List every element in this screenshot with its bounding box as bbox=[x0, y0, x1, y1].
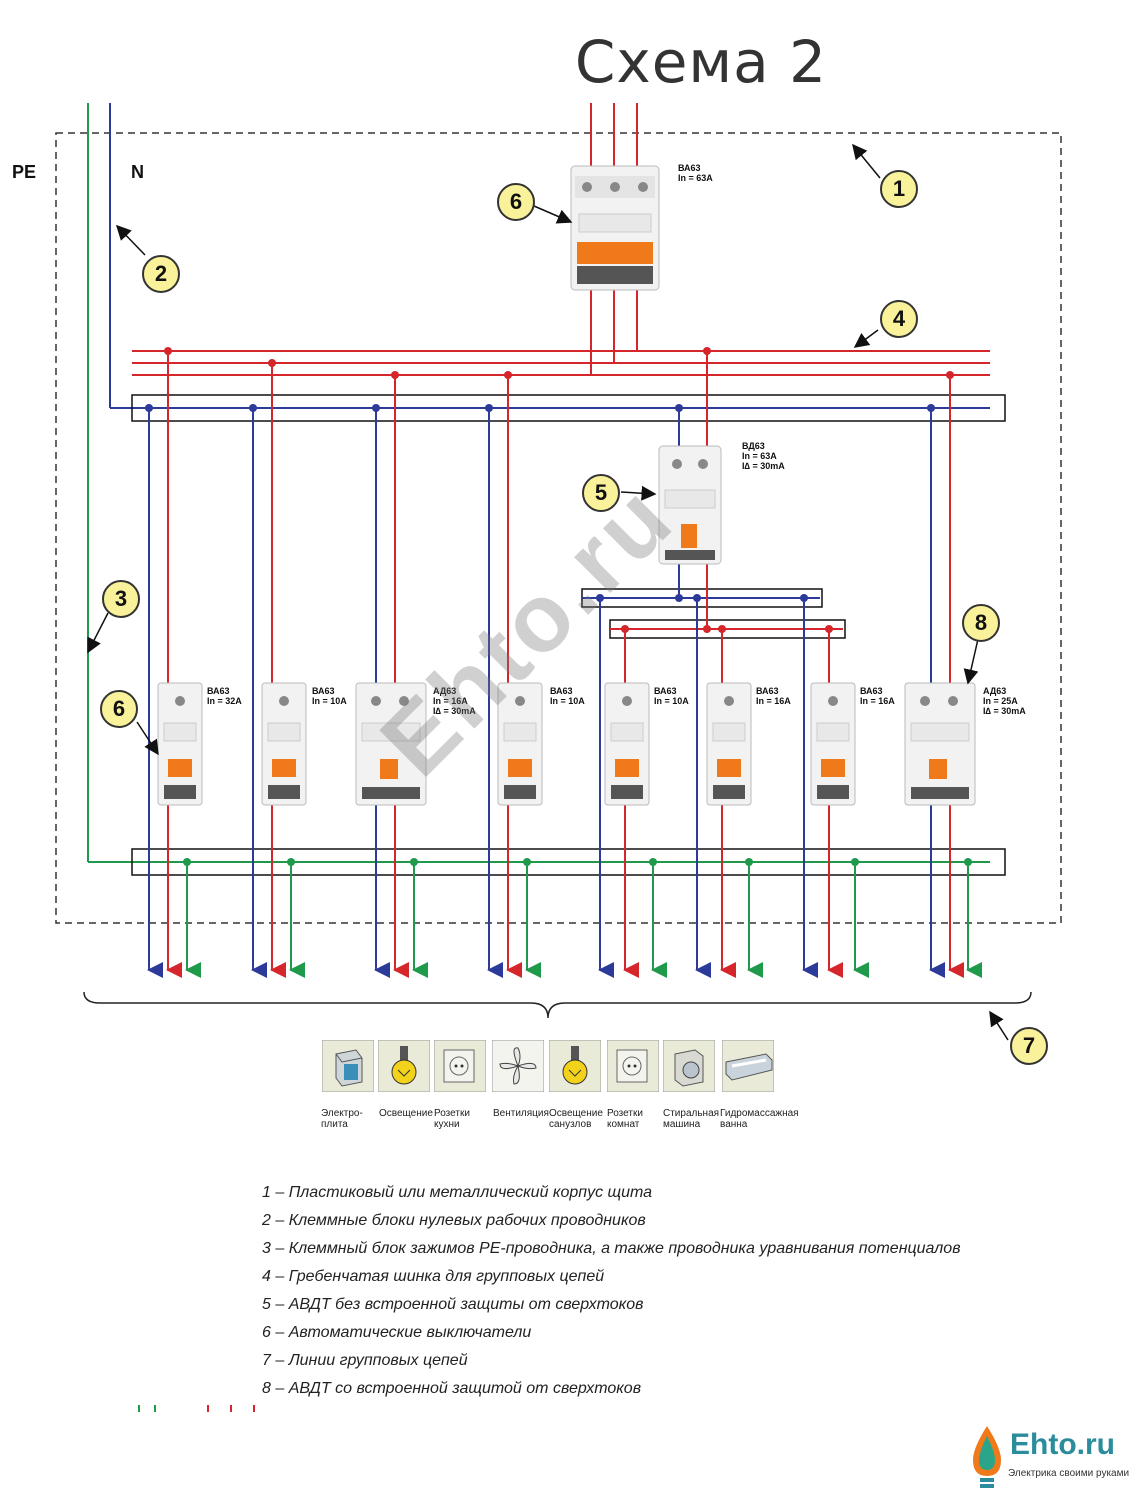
load-label-8: Гидромассажная ванна bbox=[720, 1108, 799, 1130]
socket-icon bbox=[434, 1040, 486, 1092]
fan-icon bbox=[492, 1040, 544, 1092]
load-label-3: Розетки кухни bbox=[434, 1108, 470, 1130]
callout-2: 2 bbox=[142, 255, 180, 293]
callout-6-main: 6 bbox=[497, 183, 535, 221]
pe-label: PE bbox=[12, 162, 37, 182]
legend-item: 3 – Клеммный блок зажимов PE-проводника,… bbox=[262, 1240, 961, 1257]
legend: 1 – Пластиковый или металлический корпус… bbox=[262, 1182, 961, 1406]
branch-breakers bbox=[157, 682, 976, 806]
load-label-1: Электро- плита bbox=[321, 1108, 363, 1130]
load-label-7: Стиральная машина bbox=[663, 1108, 720, 1130]
incoming-phases bbox=[590, 103, 638, 375]
callout-3: 3 bbox=[102, 580, 140, 618]
callout-4: 4 bbox=[880, 300, 918, 338]
breaker-8-label: АД63 In = 25A I∆ = 30mA bbox=[983, 686, 1026, 716]
logo-icon bbox=[973, 1426, 1001, 1488]
callout-1: 1 bbox=[880, 170, 918, 208]
breaker-5-label: ВА63 In = 10A bbox=[654, 686, 689, 706]
main-breaker bbox=[570, 165, 660, 291]
enclosure-outline bbox=[55, 132, 1062, 924]
callout-6-branch: 6 bbox=[100, 690, 138, 728]
breaker-4-label: ВА63 In = 10A bbox=[550, 686, 585, 706]
page-title: Схема 2 bbox=[574, 28, 828, 96]
n-label: N bbox=[131, 162, 144, 182]
breaker-3-label: АД63 In = 16A I∆ = 30mA bbox=[433, 686, 476, 716]
load-label-4: Вентиляция bbox=[493, 1108, 549, 1119]
pe-terminal-block bbox=[131, 848, 1006, 876]
lamp-icon bbox=[549, 1040, 601, 1092]
bathtub-icon bbox=[722, 1040, 774, 1092]
socket-icon bbox=[607, 1040, 659, 1092]
breaker-7-label: ВА63 In = 16A bbox=[860, 686, 895, 706]
legend-item: 5 – АВДТ без встроенной защиты от сверхт… bbox=[262, 1296, 644, 1313]
group-lines-brace bbox=[83, 991, 1032, 1019]
legend-item: 2 – Клеммные блоки нулевых рабочих прово… bbox=[262, 1212, 646, 1229]
legend-item: 4 – Гребенчатая шинка для групповых цепе… bbox=[262, 1268, 605, 1285]
comb-busbar bbox=[132, 350, 990, 376]
rcd-device bbox=[658, 445, 722, 565]
breaker-2-label: ВА63 In = 10A bbox=[312, 686, 347, 706]
callout-5: 5 bbox=[582, 474, 620, 512]
breaker-1-label: ВА63 In = 32A bbox=[207, 686, 242, 706]
legend-item: 7 – Линии групповых цепей bbox=[262, 1352, 468, 1369]
legend-item: 6 – Автоматические выключатели bbox=[262, 1324, 532, 1341]
legend-item: 8 – АВДТ со встроенной защитой от сверхт… bbox=[262, 1380, 642, 1397]
logo-tagline: Электрика своими руками bbox=[1008, 1468, 1130, 1479]
junction-dots bbox=[145, 347, 972, 866]
callout-8: 8 bbox=[962, 604, 1000, 642]
stove-icon bbox=[322, 1040, 374, 1092]
lamp-icon bbox=[378, 1040, 430, 1092]
load-label-5: Освещение санузлов bbox=[549, 1108, 603, 1130]
main-breaker-label: ВА63 In = 63A bbox=[678, 163, 713, 183]
callout-7: 7 bbox=[1010, 1027, 1048, 1065]
logo-name: Ehto.ru bbox=[1010, 1428, 1115, 1461]
washing-machine-icon bbox=[663, 1040, 715, 1092]
breaker-6-label: ВА63 In = 16A bbox=[756, 686, 791, 706]
neutral-terminal-block bbox=[131, 394, 1006, 422]
rcd-label: ВД63 In = 63A I∆ = 30mA bbox=[742, 441, 785, 471]
load-label-2: Освещение bbox=[379, 1108, 433, 1119]
load-label-6: Розетки комнат bbox=[607, 1108, 643, 1130]
legend-item: 1 – Пластиковый или металлический корпус… bbox=[262, 1184, 653, 1201]
